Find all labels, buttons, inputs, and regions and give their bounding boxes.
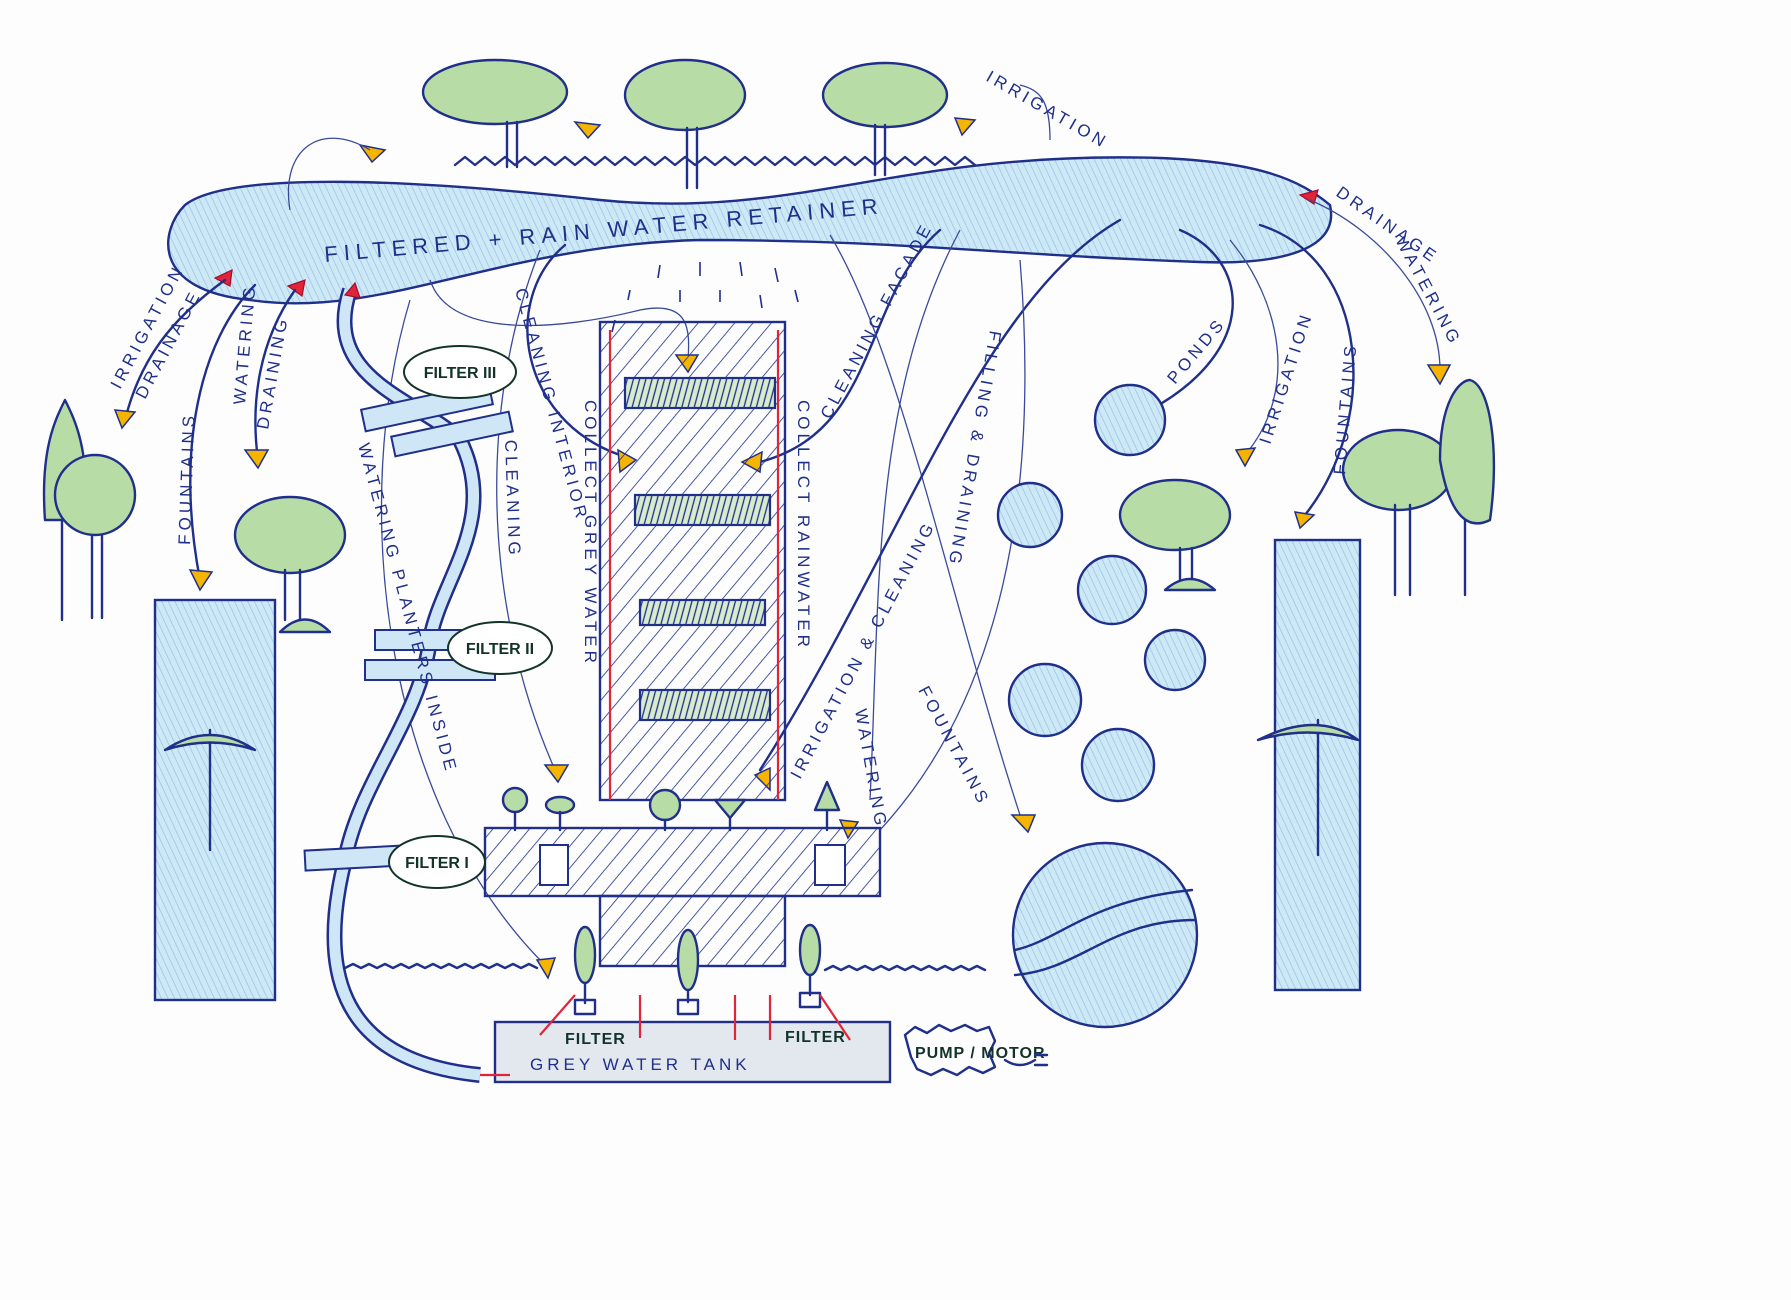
green-planter (633, 493, 772, 527)
label-collect-rainwater: COLLECT RAINWATER (794, 400, 813, 651)
filter-1[interactable]: FILTER I (388, 835, 486, 889)
pump-label: PUMP / MOTOR (915, 1045, 1046, 1062)
building-tower (343, 320, 987, 1016)
label-fountains-center: FOUNTAINS (914, 683, 993, 809)
flow-arrow-icon (1234, 447, 1257, 468)
green-planter (623, 376, 777, 410)
power-plug-icon (1003, 1058, 1037, 1067)
small-trees (501, 780, 841, 1016)
flow-arrow-icon (188, 569, 214, 592)
tank-filter-right-label: FILTER (785, 1029, 846, 1046)
top-landscape (421, 58, 977, 190)
grey-water-tank: FILTER FILTER GREY WATER TANK (493, 994, 892, 1084)
label-cleaning-facade: CLEANING FACADE (817, 219, 937, 422)
pump-motor[interactable]: PUMP / MOTOR (903, 1023, 1049, 1077)
flow-arrow-icon (1010, 814, 1037, 834)
tree-icon (623, 58, 747, 190)
flow-arrow-icon (1426, 364, 1452, 386)
window-icon (814, 844, 846, 886)
side-trees (42, 378, 1496, 634)
green-planter (638, 688, 772, 722)
filter-2-label: FILTER II (466, 641, 534, 658)
tree-icon (421, 58, 569, 169)
label-cleaning: CLEANING (501, 439, 524, 559)
flow-arrow-icon (535, 957, 557, 980)
pool-left (153, 598, 277, 1002)
filter-pipe (303, 281, 514, 1083)
label-watering-left: WATERING (230, 282, 260, 405)
green-planter (638, 598, 767, 627)
flow-arrow-icon (1293, 511, 1316, 530)
label-watering-center: WATERING (851, 707, 891, 830)
flow-arrow-icon (543, 764, 570, 784)
grass-line (453, 155, 977, 167)
flow-arrow-icon (358, 143, 387, 164)
label-filling-draining: FILLING & DRAINING (944, 329, 1004, 569)
filter-3[interactable]: FILTER III (403, 345, 517, 399)
fountain-pool (1011, 841, 1199, 1029)
window-icon (539, 844, 569, 886)
filter-1-label: FILTER I (405, 855, 469, 872)
tree-icon (821, 61, 949, 177)
ground-line (823, 964, 987, 972)
label-collect-grey-water: COLLECT GREY WATER (581, 400, 600, 667)
flow-arrow-icon (243, 449, 270, 470)
ponds (996, 383, 1207, 1029)
label-fountains-left: FOUNTAINS (175, 412, 199, 546)
flow-arrow-icon (573, 121, 602, 140)
label-irrigation-top: IRRIGATION (983, 67, 1112, 152)
tank-label: GREY WATER TANK (530, 1055, 751, 1074)
flow-arrow-icon (113, 409, 137, 430)
label-irrigation-right: IRRIGATION (1256, 309, 1317, 446)
filter-3-label: FILTER III (424, 365, 497, 382)
flow-arrow-icon (953, 117, 977, 137)
ground-line (343, 962, 539, 970)
water-retainer: FILTERED + RAIN WATER RETAINER (167, 143, 1333, 305)
pool-right (1256, 538, 1362, 992)
filter-2[interactable]: FILTER II (447, 621, 553, 675)
tank-filter-left-label: FILTER (565, 1031, 626, 1048)
pipe-arrow-icon (1298, 189, 1319, 205)
